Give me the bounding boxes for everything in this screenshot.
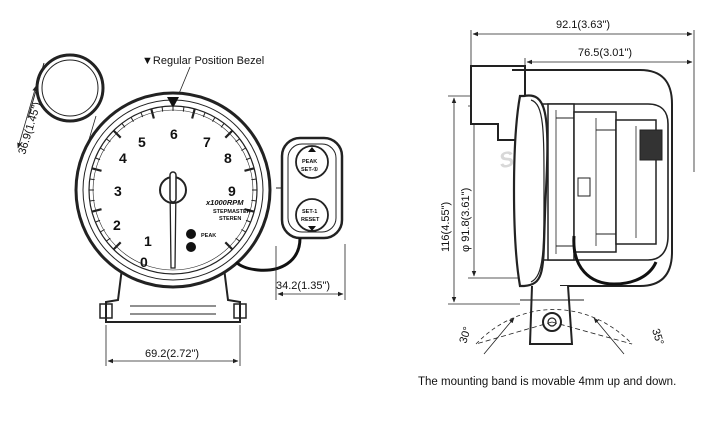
- dial-number-7: 7: [203, 134, 211, 150]
- overall-depth-dim: 92.1(3.63"): [556, 19, 610, 31]
- dial-number-6: 6: [170, 126, 178, 142]
- dial-number-8: 8: [224, 150, 232, 166]
- dial-number-9: 9: [228, 183, 236, 199]
- controller-cable: [234, 237, 302, 272]
- dial-tick: [241, 147, 246, 151]
- dial-tick: [112, 129, 122, 139]
- brand-line-1: STEPMASTER: [213, 209, 251, 215]
- dial-tick: [241, 229, 246, 233]
- dial-tick: [91, 208, 102, 213]
- dial-tick: [251, 199, 257, 202]
- set1-button-label: SET-1: [302, 209, 317, 215]
- tilt-right-angle: 35°: [649, 327, 666, 347]
- brand-line-2: STEREN: [219, 216, 241, 222]
- dial-tick: [251, 178, 257, 181]
- dial-tick: [220, 123, 225, 128]
- dial-tick: [89, 199, 95, 202]
- peak-lamp-label: PEAK: [201, 233, 216, 239]
- dial-tick: [212, 117, 216, 122]
- dial-tick: [224, 129, 234, 139]
- dial-tick: [150, 108, 155, 119]
- peak-set-button[interactable]: [295, 145, 329, 179]
- dial-tick: [95, 157, 101, 161]
- dial-tick: [140, 112, 144, 118]
- dial-tick: [91, 167, 102, 172]
- controller-offset-dim: 34.2(1.35"): [276, 280, 330, 292]
- controller-pod: PEAK SET-① SET-1 RESET: [276, 136, 344, 240]
- front-width-dim: 69.2(2.72"): [145, 348, 199, 360]
- peak-button-label: PEAK: [302, 159, 317, 165]
- front-bracket: [99, 267, 247, 323]
- body-depth-dim: 76.5(3.01"): [578, 47, 632, 59]
- side-view: Sandy 92.1(3.63") 76.5(3.01") 116(4.55")…: [418, 19, 695, 388]
- dial-tick: [245, 219, 251, 223]
- dial-tick: [235, 237, 240, 242]
- tilt-left-angle: 30°: [457, 325, 474, 345]
- face-diameter-dim: φ 91.8(3.61"): [460, 188, 472, 252]
- dial-tick: [182, 106, 185, 112]
- dial-tick: [130, 117, 134, 122]
- dial-tick: [121, 123, 126, 128]
- dial-tick: [95, 219, 101, 223]
- reset-button-label: RESET: [301, 217, 320, 223]
- side-cable: [572, 235, 658, 286]
- side-stand: [520, 285, 584, 345]
- peak-lamp: [186, 229, 196, 239]
- bezel-label: ▼Regular Position Bezel: [142, 55, 264, 67]
- unit-label: x1000RPM: [205, 198, 244, 207]
- dial-tick: [245, 157, 251, 161]
- dial-tick: [106, 237, 111, 242]
- dial-number-5: 5: [138, 134, 146, 150]
- dial-tick: [191, 108, 196, 119]
- dial-tick: [244, 208, 255, 213]
- dial-tick: [89, 178, 95, 181]
- warning-lamp: [186, 242, 196, 252]
- bezel-position-marker: [167, 97, 179, 108]
- dial-tick: [224, 241, 234, 251]
- overall-height-dim: 116(4.55"): [440, 202, 452, 252]
- dial-tick: [100, 147, 105, 151]
- dial-tick: [235, 138, 240, 143]
- bezel-ring-small: [35, 53, 105, 123]
- dial-number-1: 1: [144, 233, 152, 249]
- dial-number-4: 4: [119, 150, 127, 166]
- dial-tick: [100, 229, 105, 233]
- side-housing: [470, 65, 673, 288]
- dial-tick: [161, 106, 164, 112]
- bezel-diameter-dim: 36.9(1.45"): [16, 101, 43, 156]
- dial-tick: [106, 138, 111, 143]
- dial-tick: [202, 112, 206, 118]
- set-button-label: SET-①: [301, 166, 319, 173]
- dial-tick: [112, 241, 122, 251]
- dial-tick: [244, 167, 255, 172]
- mounting-band-note: The mounting band is movable 4mm up and …: [418, 376, 676, 388]
- front-view: 36.9(1.45") ▼Regular Position Bezel 0 1 …: [16, 53, 346, 366]
- dial-number-2: 2: [113, 217, 121, 233]
- dial-number-0: 0: [140, 254, 148, 270]
- dial-number-3: 3: [114, 183, 122, 199]
